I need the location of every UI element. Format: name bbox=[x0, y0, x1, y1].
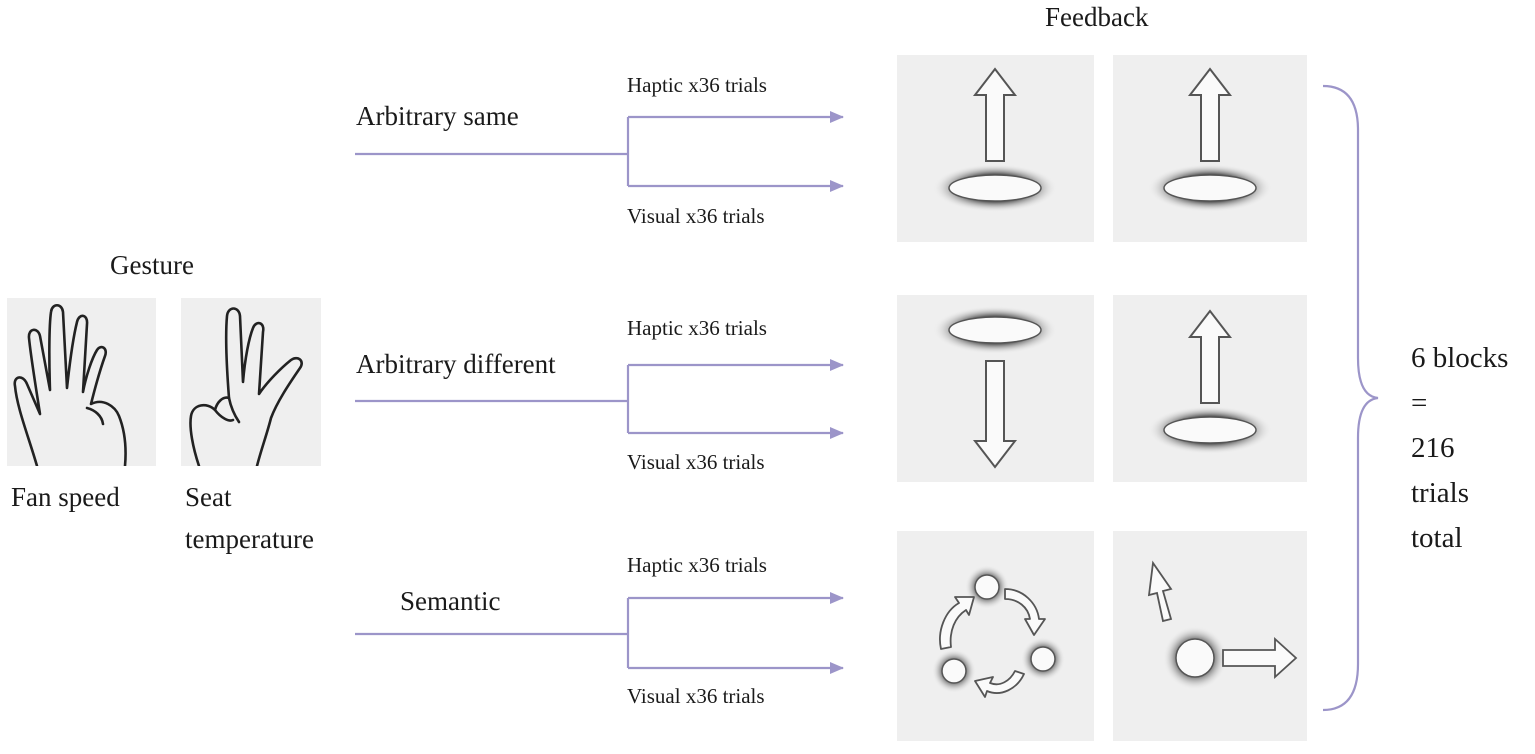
feedback-heading: Feedback bbox=[1045, 2, 1149, 32]
right-arrow-icon bbox=[1222, 636, 1298, 680]
feedback-panel-different-b bbox=[1113, 295, 1307, 482]
open-hand-icon bbox=[13, 303, 127, 466]
trial-label-visual-3: Visual x36 trials bbox=[627, 684, 765, 708]
three-finger-hand-icon bbox=[189, 307, 303, 466]
up-arrow-icon bbox=[1187, 309, 1233, 404]
gesture-label-fan-speed: Fan speed bbox=[11, 482, 120, 512]
trial-label-haptic-2: Haptic x36 trials bbox=[627, 316, 767, 340]
gesture-panel-fan-speed bbox=[7, 298, 156, 466]
branch-arbitrary-different bbox=[355, 359, 844, 439]
feedback-panel-same-a bbox=[897, 55, 1094, 242]
condition-label-arbitrary-different: Arbitrary different bbox=[356, 349, 556, 379]
branch-arbitrary-same bbox=[355, 111, 844, 192]
gesture-panel-seat-temperature bbox=[181, 298, 321, 466]
trial-label-visual-2: Visual x36 trials bbox=[627, 450, 765, 474]
trial-label-visual-1: Visual x36 trials bbox=[627, 204, 765, 228]
down-arrow-icon bbox=[972, 360, 1018, 469]
diagonal-up-arrow-icon bbox=[1147, 560, 1173, 623]
feedback-panel-semantic-a bbox=[897, 531, 1094, 741]
up-arrow-icon bbox=[972, 67, 1018, 162]
branch-semantic bbox=[355, 592, 844, 674]
condition-label-semantic: Semantic bbox=[400, 586, 501, 616]
gesture-heading: Gesture bbox=[110, 250, 194, 280]
condition-label-arbitrary-same: Arbitrary same bbox=[356, 101, 519, 131]
cycle-arrows-icon bbox=[939, 588, 1046, 698]
total-label: 6 blocks = 216 trials total bbox=[1411, 342, 1509, 554]
trial-label-haptic-3: Haptic x36 trials bbox=[627, 553, 767, 577]
trial-label-haptic-1: Haptic x36 trials bbox=[627, 73, 767, 97]
total-brace bbox=[1322, 84, 1379, 712]
feedback-panel-different-a bbox=[897, 295, 1094, 482]
gesture-label-seat-temperature: Seat temperature bbox=[185, 482, 314, 554]
up-arrow-icon bbox=[1187, 67, 1233, 162]
feedback-panel-semantic-b bbox=[1113, 531, 1307, 741]
feedback-panel-same-b bbox=[1113, 55, 1307, 242]
